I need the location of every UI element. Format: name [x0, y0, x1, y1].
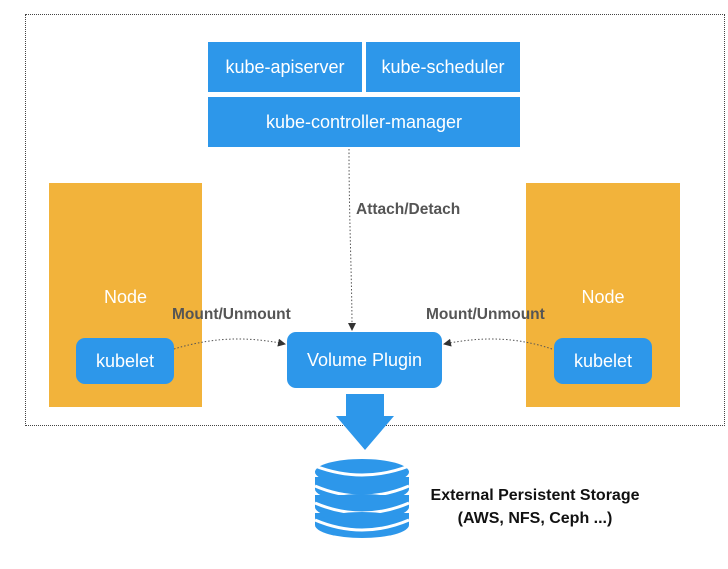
mount-right-edge — [443, 338, 553, 350]
attach-detach-edge — [347, 148, 356, 331]
volume-plugin-box: Volume Plugin — [287, 332, 442, 388]
kube-scheduler-label: kube-scheduler — [381, 56, 505, 77]
mount-unmount-left-label: Mount/Unmount — [172, 306, 291, 323]
kubelet-right-label: kubelet — [573, 350, 633, 371]
arrow-down-icon — [336, 394, 394, 450]
kube-controller-manager-label: kube-controller-manager — [265, 111, 463, 132]
storage-title: External Persistent Storage — [430, 487, 640, 504]
kubelet-left-label: kubelet — [95, 350, 155, 371]
database-icon — [314, 459, 410, 538]
storage-providers: (AWS, NFS, Ceph ...) — [457, 510, 613, 527]
mount-left-edge — [173, 338, 286, 350]
external-storage-label: External Persistent Storage (AWS, NFS, C… — [420, 484, 650, 530]
kube-scheduler-box: kube-scheduler — [366, 42, 520, 92]
mount-unmount-right-label: Mount/Unmount — [426, 306, 545, 323]
kubelet-left-box: kubelet — [76, 338, 174, 384]
node-right-label: Node — [581, 287, 625, 307]
kube-apiserver-label: kube-apiserver — [225, 56, 345, 77]
kube-controller-manager-box: kube-controller-manager — [208, 97, 520, 147]
kubelet-right-box: kubelet — [554, 338, 652, 384]
kube-apiserver-box: kube-apiserver — [208, 42, 362, 92]
attach-detach-label: Attach/Detach — [356, 201, 461, 218]
node-left-label: Node — [103, 287, 148, 307]
volume-plugin-label: Volume Plugin — [306, 349, 423, 370]
